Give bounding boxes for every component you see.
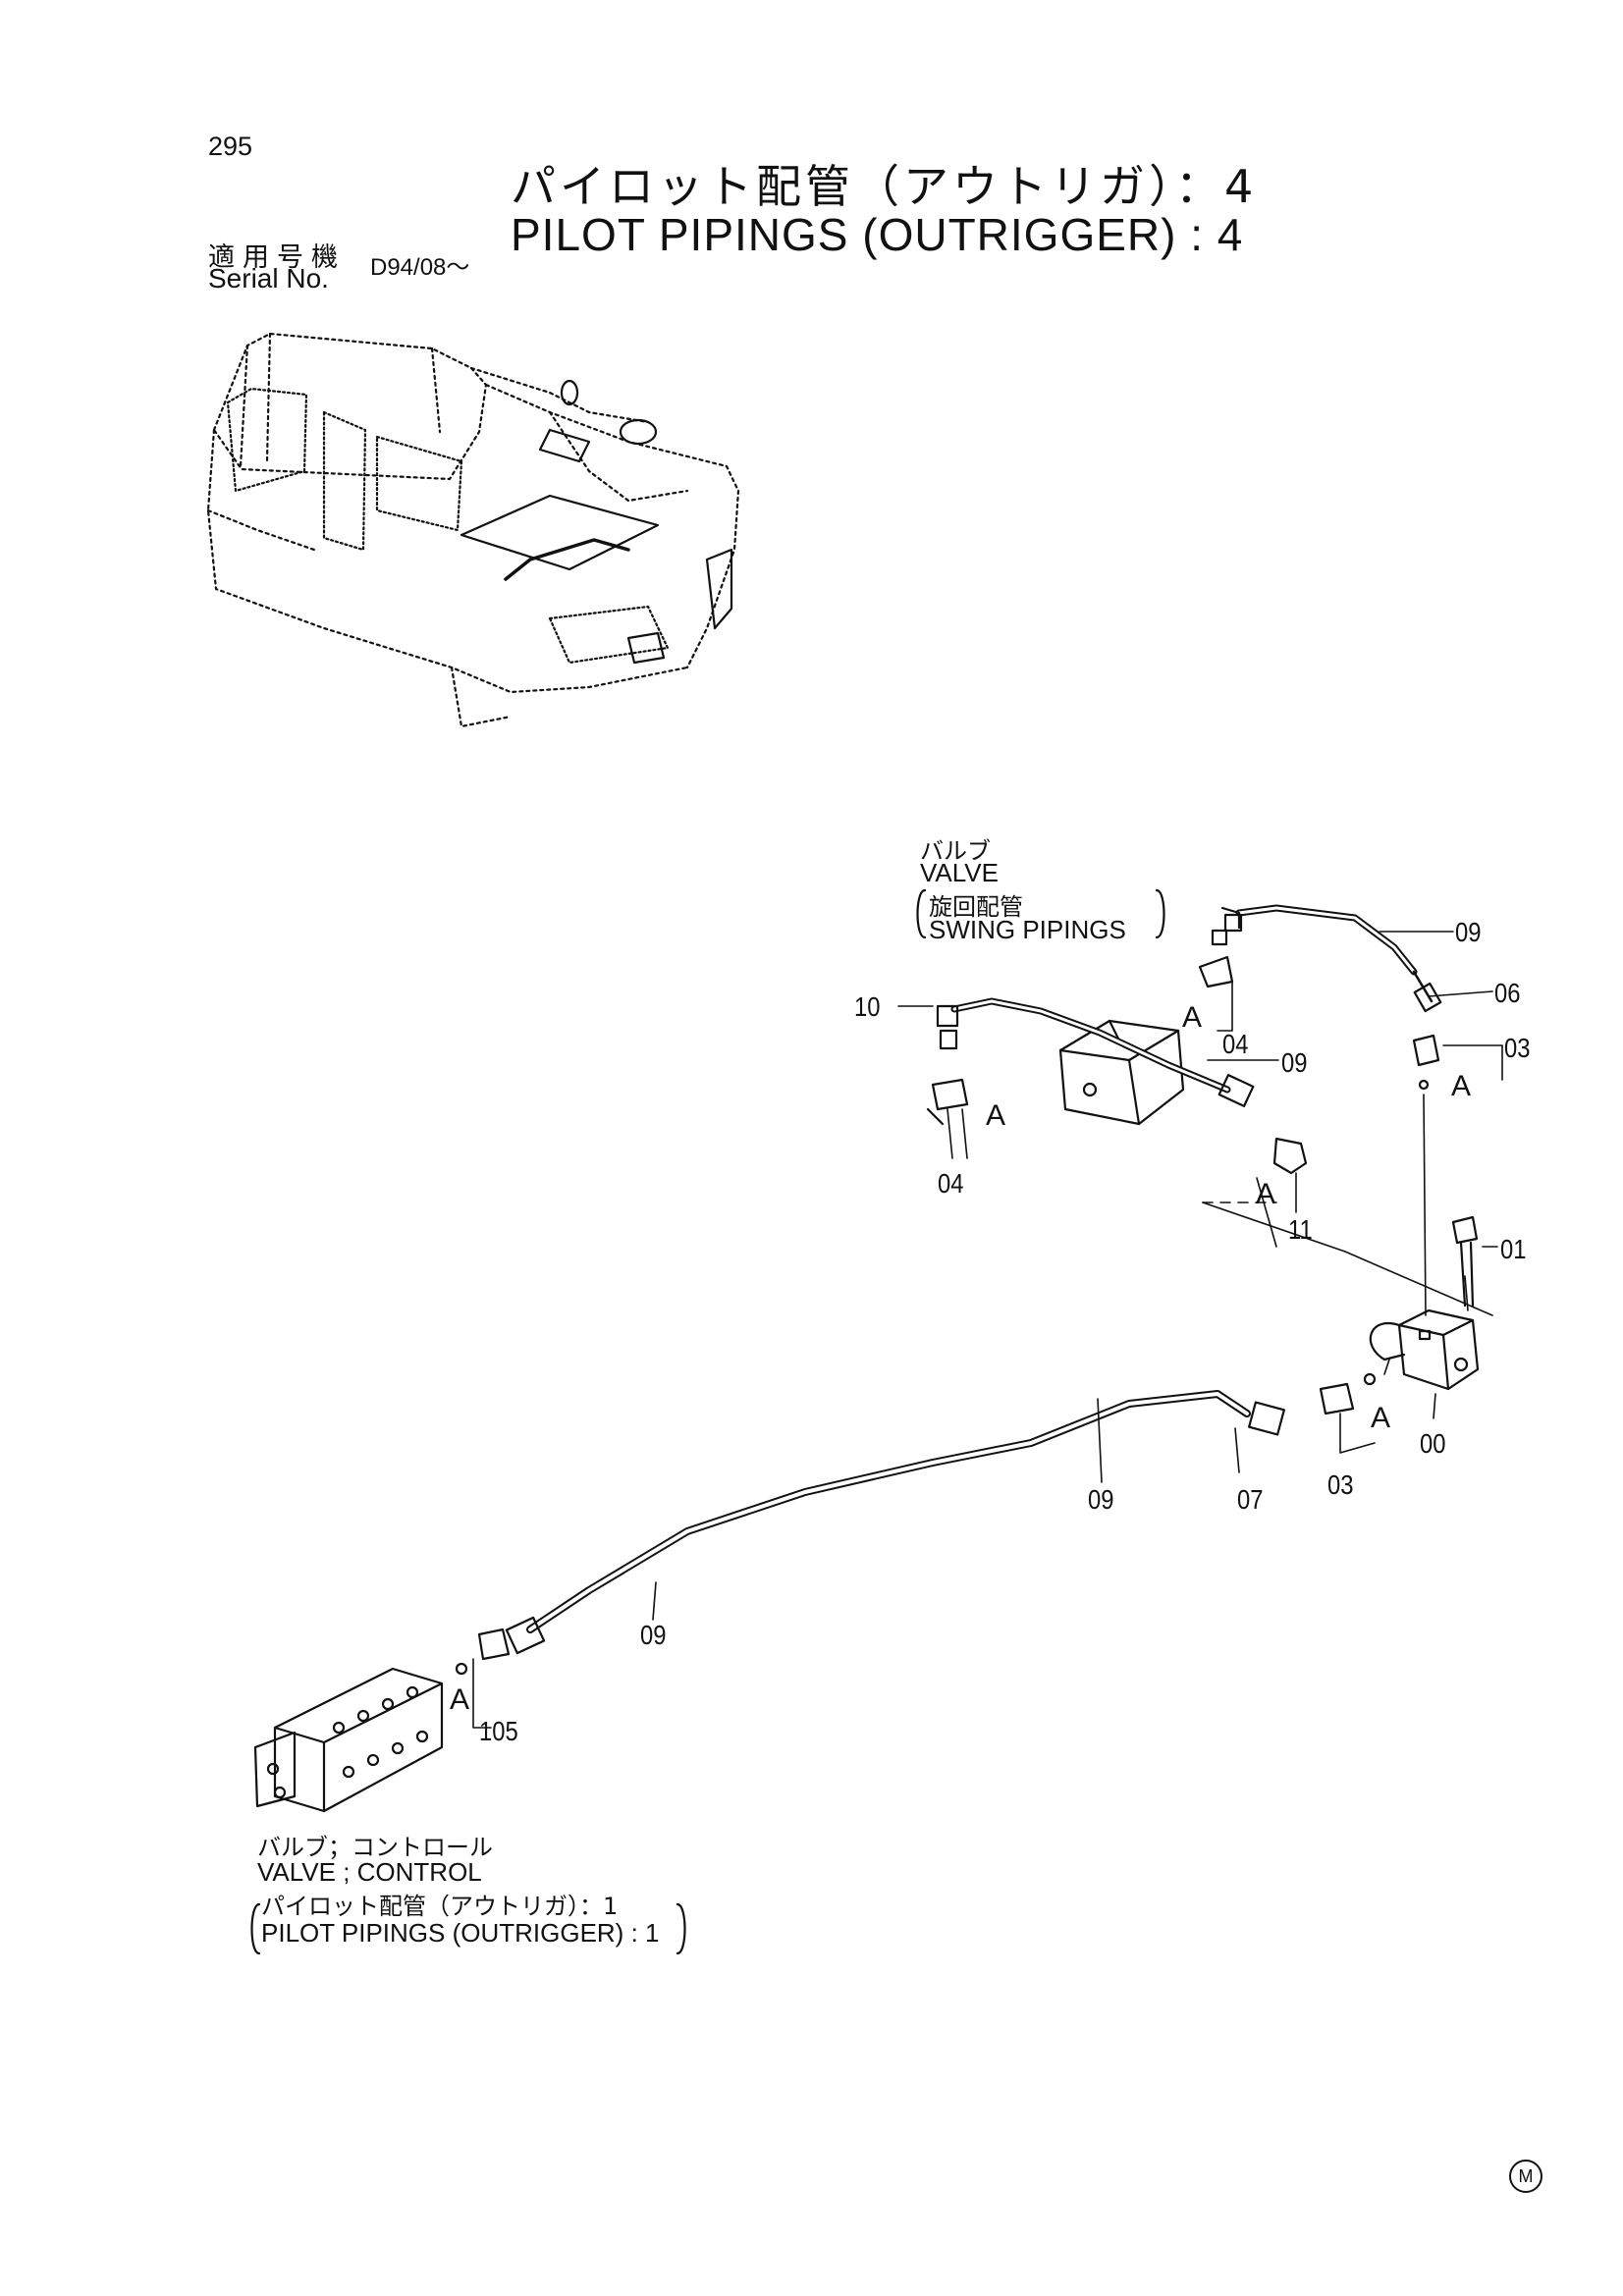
control-valve-label-en: VALVE ; CONTROL xyxy=(257,1857,482,1887)
swing-valve-label-en: VALVE xyxy=(920,858,999,887)
control-valve-label-jp: バルブ；コントロール xyxy=(257,1834,493,1861)
marker-a: A xyxy=(1256,1178,1276,1210)
callout-09: 09 xyxy=(1281,1047,1308,1078)
excavator-body-drawing xyxy=(206,332,740,728)
callout-11: 11 xyxy=(1288,1214,1313,1245)
callout-10: 10 xyxy=(854,991,881,1022)
marker-a: A xyxy=(986,1099,1006,1132)
callout-06: 06 xyxy=(1494,978,1521,1008)
title-japanese: パイロット配管（アウトリガ）：4 xyxy=(511,160,1258,213)
serial-value: D94/08～ xyxy=(370,254,470,281)
callout-00: 00 xyxy=(1420,1428,1446,1459)
callout-01: 01 xyxy=(1500,1234,1527,1264)
serial-label-japanese: 適用号機 xyxy=(208,242,346,273)
callout-03: 03 xyxy=(1327,1469,1354,1500)
title-english: PILOT PIPINGS (OUTRIGGER) : 4 xyxy=(511,209,1244,260)
marker-a: A xyxy=(1182,1001,1203,1034)
marker-a: A xyxy=(1451,1070,1472,1102)
swing-valve-drawing xyxy=(1058,1019,1185,1126)
pilot-piping-label-en: PILOT PIPINGS (OUTRIGGER) : 1 xyxy=(261,1918,660,1948)
callout-09: 09 xyxy=(640,1620,667,1650)
marker-a: A xyxy=(1371,1402,1391,1434)
page-number: 295 xyxy=(208,132,253,161)
callout-105: 105 xyxy=(479,1716,518,1746)
callout-09: 09 xyxy=(1455,917,1482,947)
callout-09: 09 xyxy=(1088,1484,1114,1515)
pilot-piping-label-jp: パイロット配管（アウトリガ）：1 xyxy=(261,1893,619,1920)
circled-m-mark: M xyxy=(1509,2160,1542,2193)
serial-label-english: Serial No. xyxy=(208,263,329,294)
control-valve-drawing xyxy=(253,1667,444,1813)
block-00-drawing xyxy=(1369,1308,1480,1391)
callout-07: 07 xyxy=(1237,1484,1264,1515)
callout-04: 04 xyxy=(938,1168,964,1199)
marker-a: A xyxy=(450,1683,470,1716)
swing-piping-label-jp: 旋回配管 xyxy=(929,893,1023,921)
swing-valve-label-jp: バルブ xyxy=(920,837,991,865)
swing-piping-label-en: SWING PIPINGS xyxy=(929,915,1126,944)
callout-03: 03 xyxy=(1504,1033,1531,1063)
excavator-cab-windows xyxy=(226,379,733,665)
callout-04: 04 xyxy=(1222,1029,1249,1059)
